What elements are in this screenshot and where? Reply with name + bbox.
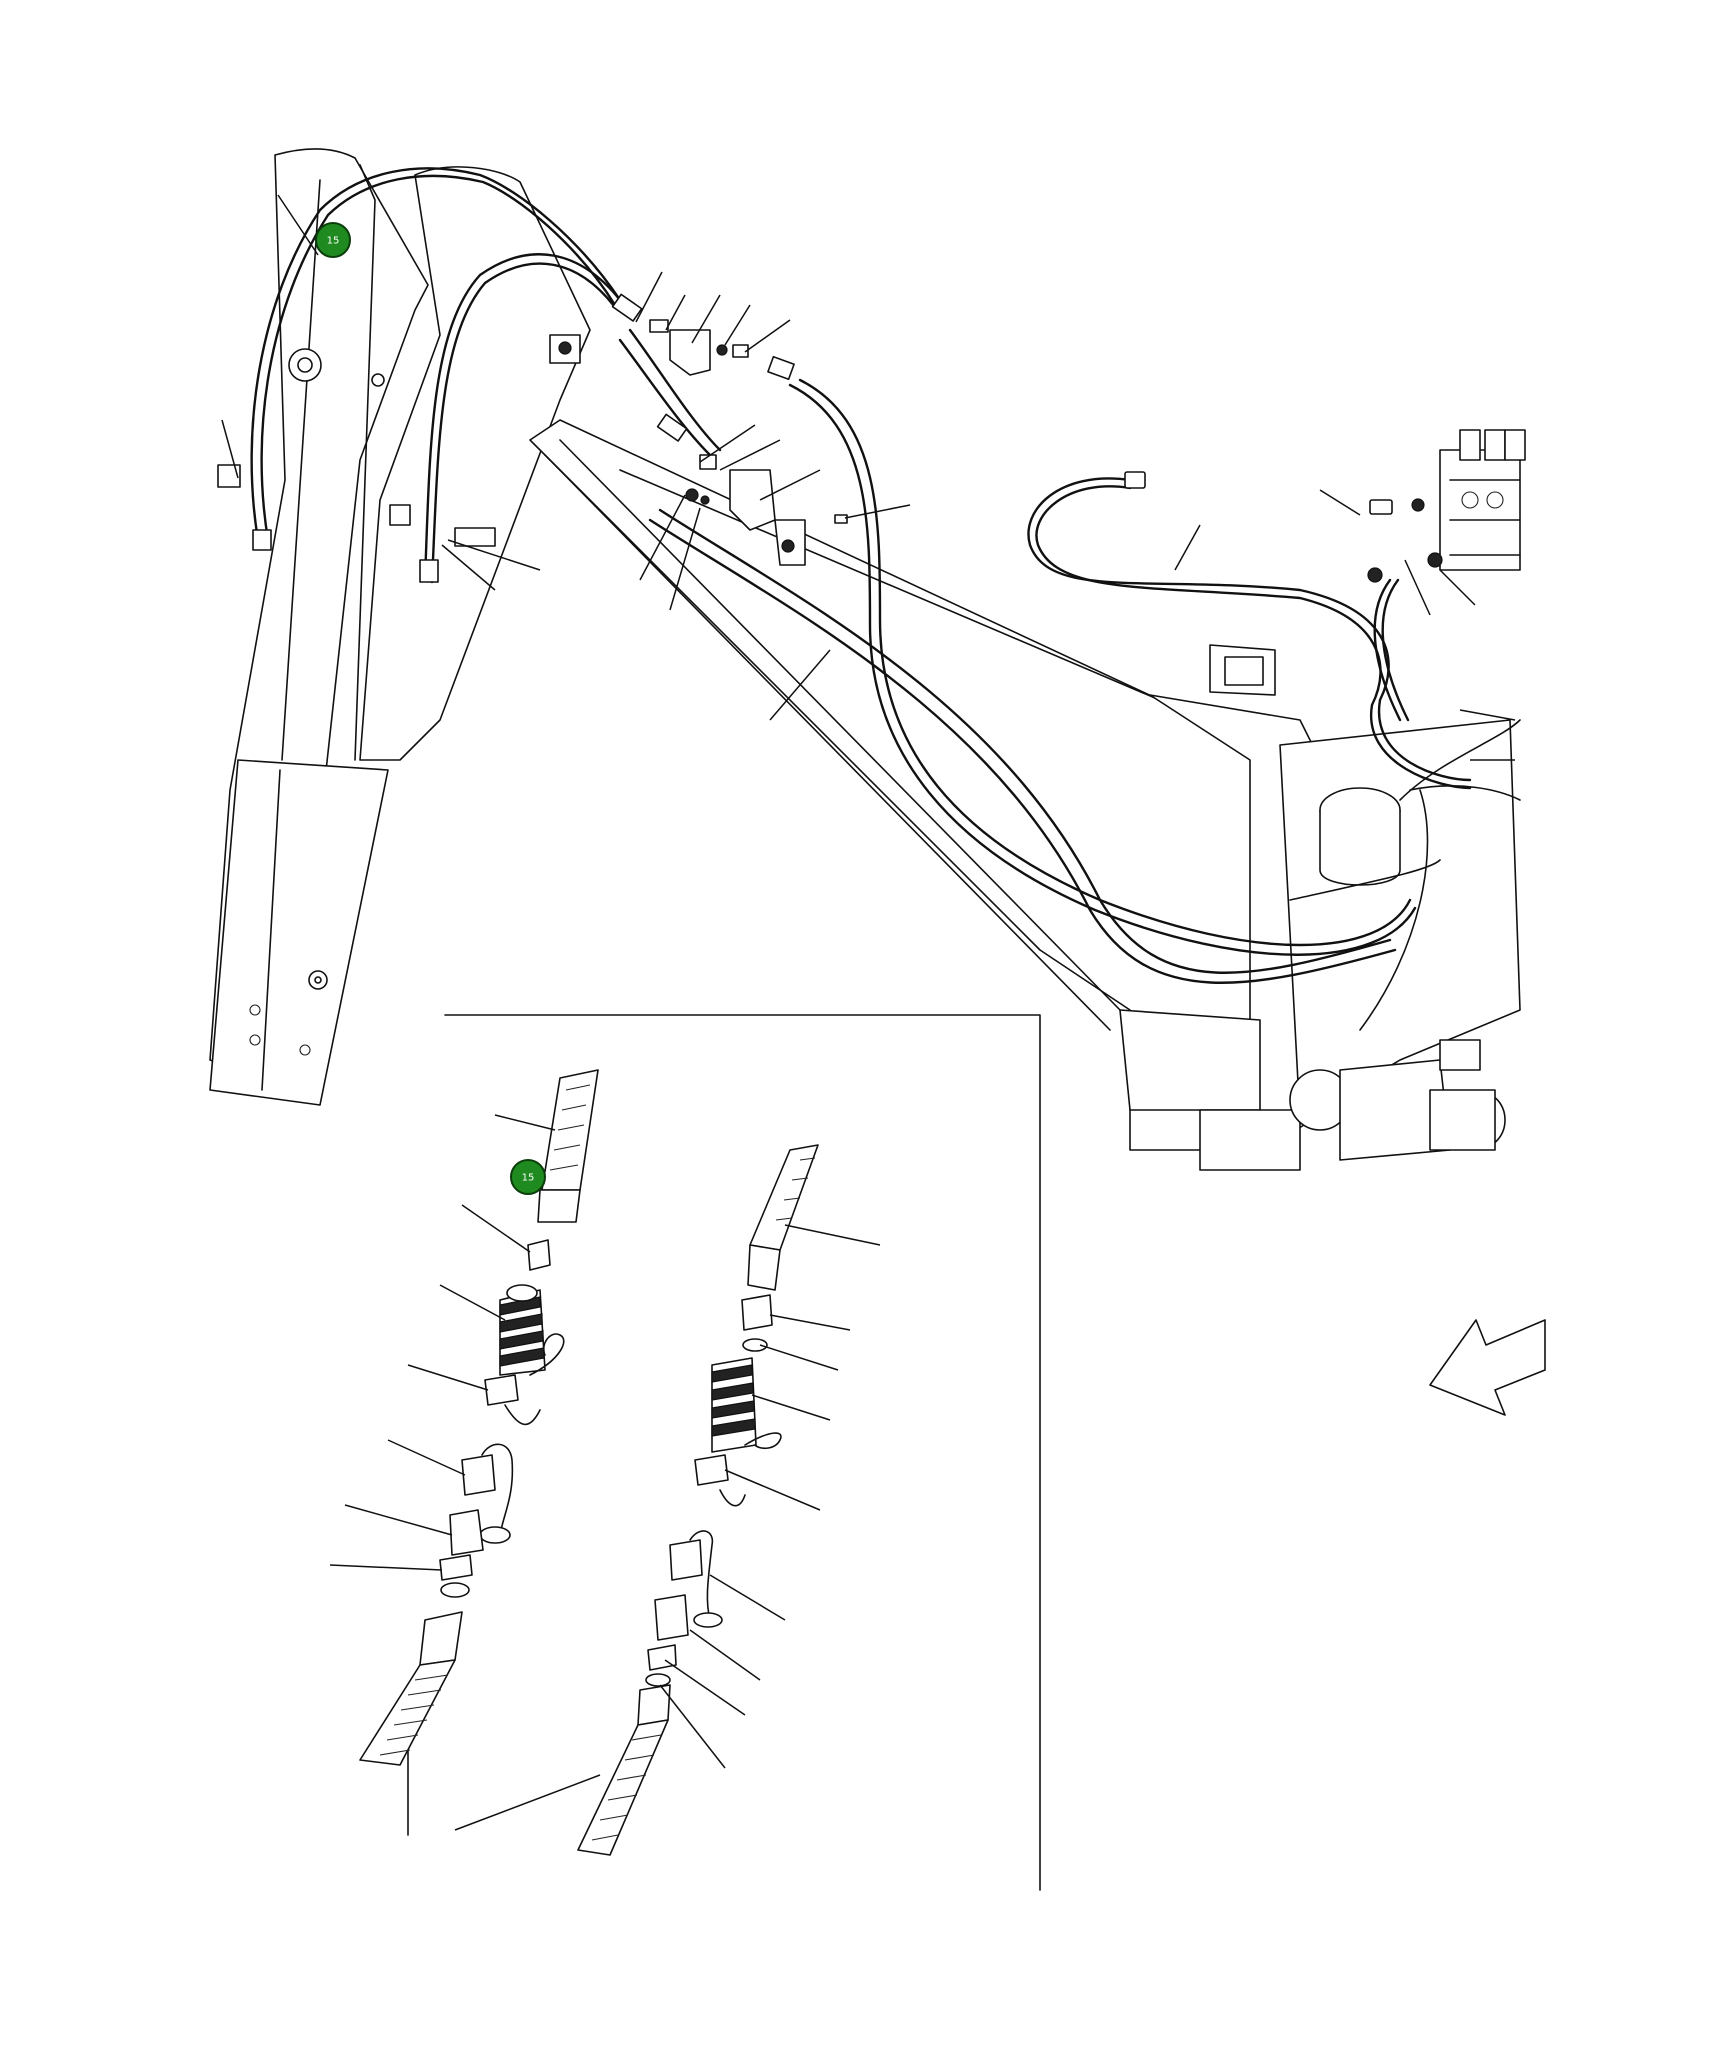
hydraulic-hoses [250, 167, 1472, 984]
right-quick-coupler-assembly [577, 1144, 819, 1856]
left-quick-coupler-assembly [359, 1069, 599, 1766]
dipper-arm [209, 148, 591, 1106]
main-boom [529, 419, 1526, 1171]
leader-lines-detail [329, 1114, 881, 1831]
hose-fittings [252, 293, 1443, 583]
view-direction-arrow-icon [1429, 1319, 1546, 1416]
callout-main-label: 15 [327, 236, 340, 247]
callout-detail[interactable]: 15 [510, 1159, 546, 1195]
coupling-detail-frame [407, 1014, 1041, 1891]
leader-lines-main [221, 194, 1516, 761]
callout-main[interactable]: 15 [315, 222, 351, 258]
callout-detail-label: 15 [522, 1173, 535, 1184]
